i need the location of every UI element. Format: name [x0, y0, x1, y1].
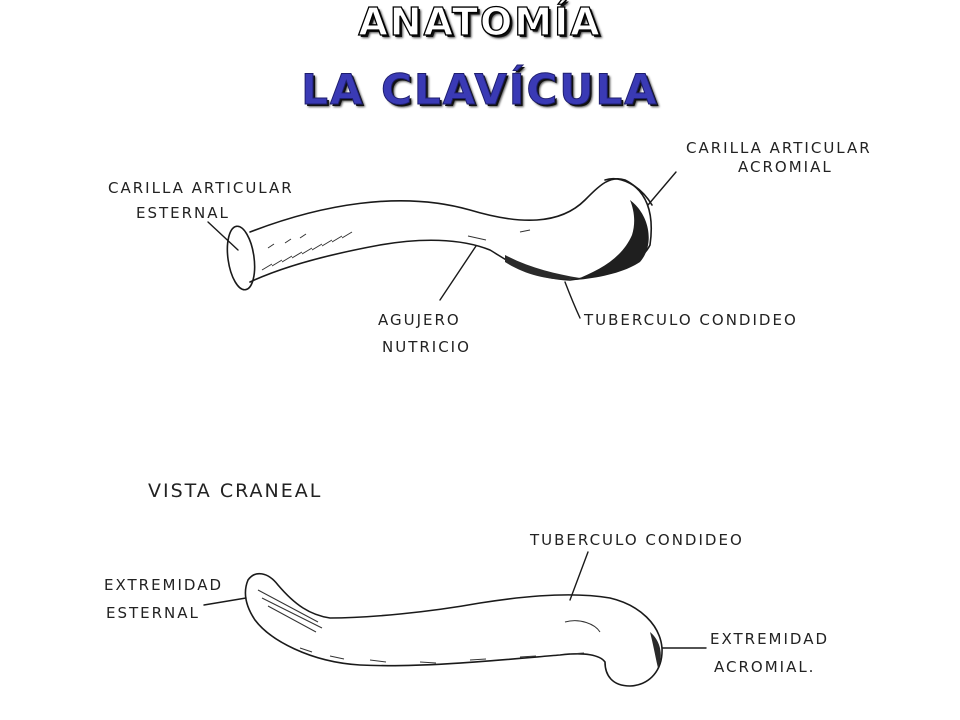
upper-clavicle-drawing	[226, 178, 653, 291]
title-anatomia: Anatomía	[358, 0, 602, 45]
label-acromial-facet-line1: CARILLA ARTICULAR	[686, 139, 872, 157]
leader-sternal-end	[203, 597, 247, 606]
label-sternal-facet-line1: CARILLA ARTICULAR	[108, 179, 294, 197]
upper-clavicle-outline	[249, 178, 652, 283]
leader-sternal-facet	[207, 221, 239, 251]
title-clavicula: La clavícula	[301, 65, 659, 114]
label-acromial-end-line1: EXTREMIDAD	[710, 630, 829, 648]
label-conoid-tubercle-upper: TUBERCULO CONDIDEO	[583, 311, 798, 329]
lower-clavicle-outline	[244, 572, 663, 687]
upper-sternal-facet	[226, 225, 256, 291]
lower-clavicle-drawing	[244, 572, 663, 687]
leader-conoid-tubercle-upper	[564, 281, 581, 319]
label-sternal-facet-line2: ESTERNAL	[136, 204, 230, 222]
lower-tubercle-mark	[564, 620, 601, 633]
label-sternal-end-line1: EXTREMIDAD	[104, 576, 223, 594]
label-nutrient-foramen-line2: NUTRICIO	[382, 338, 471, 356]
label-conoid-tubercle-lower: TUBERCULO CONDIDEO	[529, 531, 744, 549]
upper-hatching	[261, 231, 353, 271]
upper-acromial-shading	[575, 200, 649, 280]
label-nutrient-foramen-line1: AGUJERO	[378, 311, 461, 329]
label-acromial-facet-line2: ACROMIAL	[738, 158, 833, 176]
leader-nutrient-foramen	[439, 245, 477, 301]
caption-vista-craneal: VISTA CRANEAL	[148, 480, 322, 502]
upper-foramen-marks	[467, 229, 531, 241]
upper-tubercle-shading	[505, 255, 580, 280]
lower-acromial-shading	[650, 632, 661, 668]
leader-conoid-tubercle-lower	[569, 551, 589, 601]
lower-edge-marks	[299, 647, 585, 664]
upper-acromial-cap	[604, 178, 653, 206]
leader-acromial-facet	[647, 171, 677, 206]
label-sternal-end-line2: ESTERNAL	[106, 604, 200, 622]
label-acromial-end-line2: ACROMIAL.	[714, 658, 815, 676]
lower-sternal-striations	[257, 589, 323, 633]
